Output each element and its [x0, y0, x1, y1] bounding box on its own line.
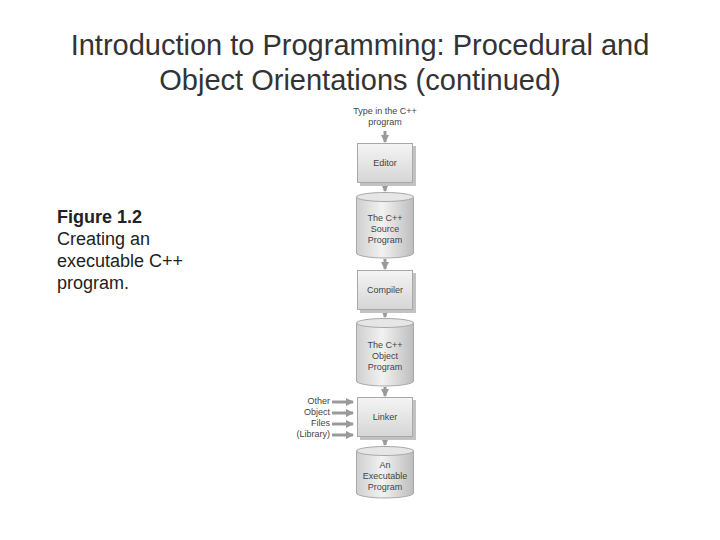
node-label: An Executable Program	[359, 460, 411, 493]
process-box: Compiler	[357, 270, 413, 310]
process-box: Linker	[357, 397, 413, 437]
node-text-group: Linker	[360, 412, 410, 423]
node-label: Linker	[360, 412, 410, 423]
library-arrows	[332, 402, 353, 435]
process-box: Editor	[357, 143, 413, 183]
node-label: The C++ Object Program	[359, 340, 411, 373]
flow-arrow	[384, 438, 387, 445]
input-arrow	[385, 131, 386, 142]
file-cylinder: The C++ Source Program	[356, 192, 414, 258]
input-note: Type in the C++ program	[340, 106, 430, 128]
slide-title: Introduction to Programming: Procedural …	[60, 28, 660, 98]
flow-arrow	[384, 259, 387, 269]
flow-arrow	[384, 311, 387, 317]
node-label: Compiler	[360, 285, 410, 296]
node-label: Editor	[360, 158, 410, 169]
file-cylinder: An Executable Program	[356, 446, 414, 498]
caption-text: Creating an executable C++ program.	[57, 228, 197, 294]
node-text-group: An Executable Program	[359, 452, 411, 493]
library-note: Other Object Files (Library)	[288, 396, 330, 440]
flow-arrow	[384, 184, 387, 191]
file-cylinder: The C++ Object Program	[356, 318, 414, 386]
flow-arrow	[384, 387, 387, 396]
node-label: The C++ Source Program	[359, 213, 411, 246]
node-text-group: The C++ Object Program	[359, 332, 411, 373]
node-text-group: Editor	[360, 158, 410, 169]
figure-number: Figure 1.2	[57, 206, 142, 228]
node-text-group: The C++ Source Program	[359, 205, 411, 246]
node-text-group: Compiler	[360, 285, 410, 296]
